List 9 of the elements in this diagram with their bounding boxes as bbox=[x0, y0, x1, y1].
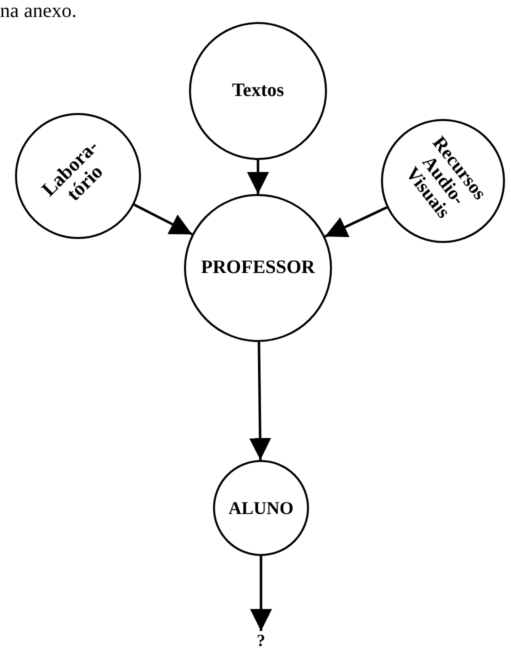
node-label: Textos bbox=[230, 81, 286, 101]
node-label: ALUNO bbox=[227, 498, 294, 518]
node-label: PROFESSOR bbox=[200, 258, 316, 278]
arrow bbox=[249, 342, 272, 460]
caption-text: na anexo. bbox=[0, 0, 77, 22]
question-mark: ? bbox=[256, 632, 266, 650]
arrow bbox=[247, 160, 269, 194]
arrow bbox=[324, 206, 388, 238]
arrow bbox=[134, 204, 193, 236]
